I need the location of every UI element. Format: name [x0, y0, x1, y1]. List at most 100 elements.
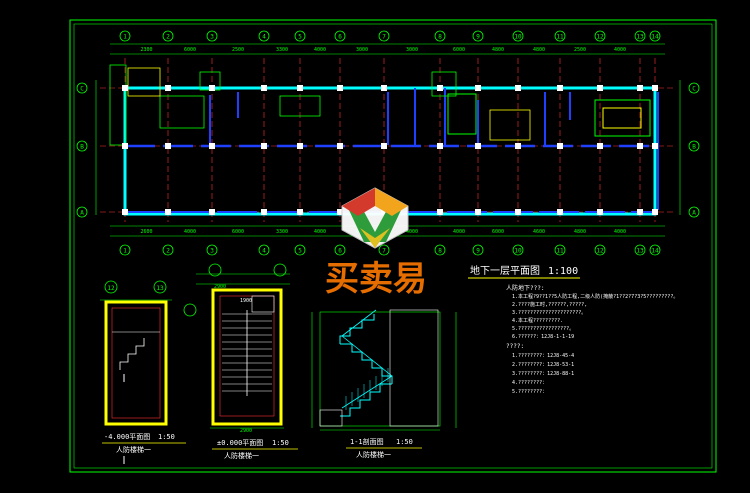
- column: [475, 209, 481, 215]
- axis-bubble: [258, 244, 270, 256]
- column: [597, 85, 603, 91]
- column: [165, 209, 171, 215]
- axis-letter: C: [692, 86, 696, 93]
- axis-number: 4: [262, 34, 266, 41]
- dim-text: 3000: [356, 47, 368, 53]
- axis-letter: C: [80, 86, 84, 93]
- column: [122, 143, 128, 149]
- note-line: 4.本工程?????????.: [512, 317, 563, 324]
- axis-number: 14: [651, 34, 659, 41]
- axis-letter: A: [80, 210, 84, 217]
- note-line: 6.??????：12J8-1-1-19: [512, 334, 574, 340]
- column: [337, 209, 343, 215]
- column: [337, 143, 343, 149]
- axis-bubble: [294, 30, 306, 42]
- columns: [122, 85, 658, 215]
- axis-number: 7: [382, 248, 386, 255]
- axis-number: 6: [338, 34, 342, 41]
- axis-number: 5: [298, 248, 302, 255]
- column: [297, 85, 303, 91]
- bottom-dimension-labels: 2600400060003300400060004000400060004600…: [140, 229, 626, 235]
- watermark-text: 买卖易: [325, 259, 427, 299]
- shaft: [431, 71, 457, 97]
- axis-bubble: [472, 244, 484, 256]
- axis-bubble: [594, 30, 606, 42]
- column: [261, 143, 267, 149]
- axis-bubble: [334, 30, 346, 42]
- ref-line: 4.????????：: [512, 380, 547, 386]
- ref-line: 1.????????：12J8-45-4: [512, 353, 574, 359]
- column: [652, 209, 658, 215]
- axis-number: 8: [438, 34, 442, 41]
- dim-text: 6000: [453, 47, 465, 53]
- dim-text: 2600: [140, 229, 152, 235]
- axis-number: 11: [556, 34, 564, 41]
- axis-bubble: [472, 30, 484, 42]
- axis-bubble: [434, 30, 446, 42]
- axis-number: 10: [514, 34, 522, 41]
- column: [515, 143, 521, 149]
- ref-line: 2.????????：12J8-53-1: [512, 362, 574, 368]
- column: [209, 143, 215, 149]
- main-plan-scale: 1:100: [548, 266, 578, 277]
- column: [557, 85, 563, 91]
- axis-bubble: [119, 30, 131, 42]
- axis-bubble: [76, 206, 88, 218]
- column: [165, 85, 171, 91]
- notes-heading: 人防地下???:: [506, 284, 544, 292]
- column: [297, 143, 303, 149]
- dim-text: 4600: [533, 229, 545, 235]
- dim-text: 4000: [614, 229, 626, 235]
- axis-bubble: [76, 140, 88, 152]
- column: [209, 209, 215, 215]
- axis-bubble: [634, 244, 646, 256]
- axis-number: 9: [476, 248, 480, 255]
- axis-bubble: [206, 244, 218, 256]
- dim-text: 4000: [314, 229, 326, 235]
- equipment-outline: [602, 107, 642, 129]
- stair-plan-2-title: ±0.000平面图: [217, 439, 263, 447]
- axis-bubble: [294, 244, 306, 256]
- section-scale: 1:50: [396, 438, 413, 446]
- axis-bubble: [258, 30, 270, 42]
- axis-number: 4: [262, 248, 266, 255]
- column: [122, 209, 128, 215]
- stair-plan-1-scale: 1:50: [158, 433, 175, 441]
- column: [475, 85, 481, 91]
- column: [515, 85, 521, 91]
- sheet-inner-border: [73, 23, 713, 469]
- dim-text: 3300: [276, 47, 288, 53]
- dim-text: 6000: [232, 229, 244, 235]
- axis-number: 11: [556, 248, 564, 255]
- axis-number: 9: [476, 34, 480, 41]
- axis-bubble: [634, 30, 646, 42]
- axis-number: 12: [596, 34, 604, 41]
- dim-text: 2500: [574, 47, 586, 53]
- stair-outline: [489, 109, 531, 141]
- axis-bubble: [649, 244, 661, 256]
- axis-bubble: [688, 206, 700, 218]
- svg-text:12: 12: [107, 285, 115, 292]
- column: [261, 209, 267, 215]
- column: [597, 209, 603, 215]
- stair-plan-2-scale: 1:50: [272, 439, 289, 447]
- axis-number: 3: [210, 34, 214, 41]
- column: [337, 85, 343, 91]
- axis-bubble: [554, 244, 566, 256]
- entrance-ramp: [109, 64, 127, 146]
- axis-number: 10: [514, 248, 522, 255]
- room-outline: [159, 95, 205, 129]
- axis-number: 13: [636, 248, 644, 255]
- axis-number: 13: [636, 34, 644, 41]
- axis-bubble: [512, 244, 524, 256]
- axis-number: 7: [382, 34, 386, 41]
- section-title: 1-1剖面图: [350, 437, 384, 446]
- axis-letter: B: [692, 144, 696, 151]
- axis-letter: A: [692, 210, 696, 217]
- axis-bubble: [594, 244, 606, 256]
- outer-wall: [123, 86, 657, 216]
- column: [557, 209, 563, 215]
- section-name: 人防楼梯一: [356, 450, 391, 459]
